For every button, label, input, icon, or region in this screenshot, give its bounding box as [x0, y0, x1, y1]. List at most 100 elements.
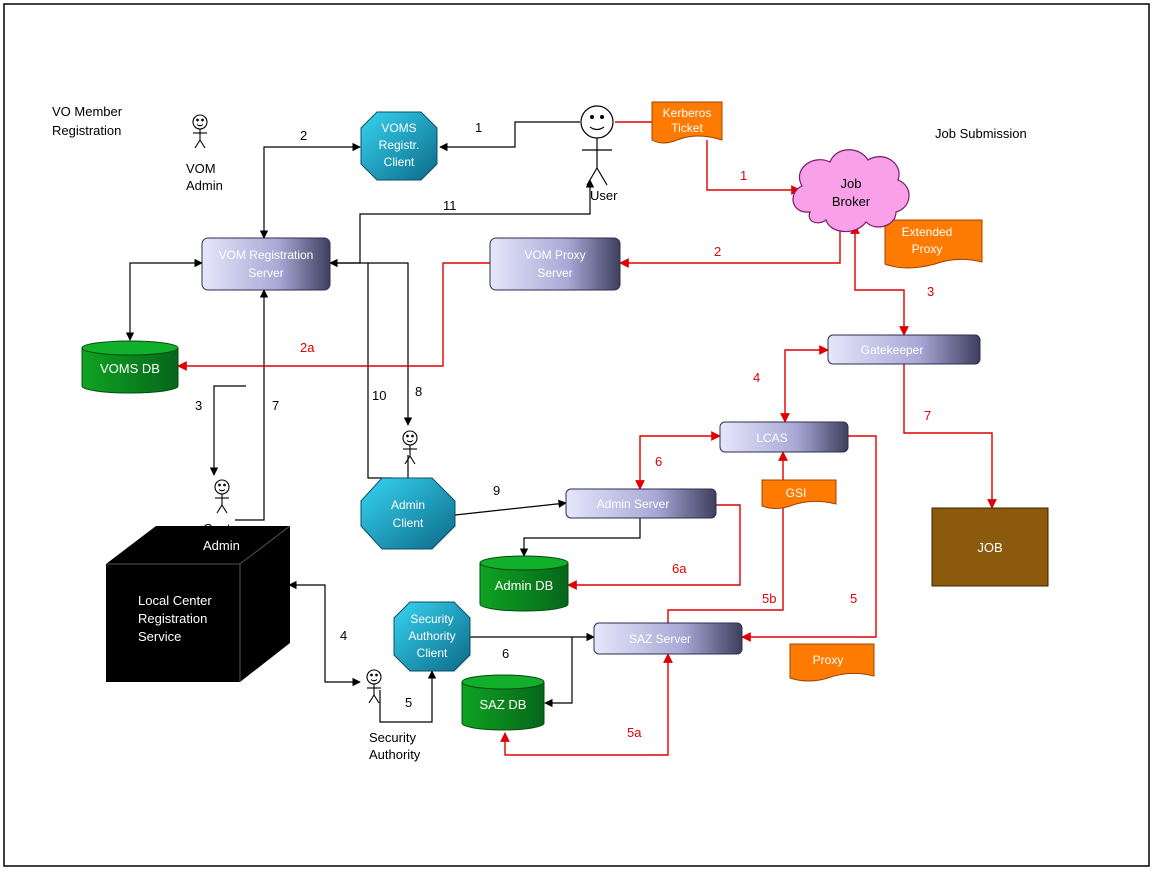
center-admin-label-line1: Center	[203, 521, 243, 536]
lcas-label: LCAS	[756, 431, 787, 445]
admin-db-node: Admin DB	[479, 555, 569, 612]
admin-client-node: Admin Client	[360, 477, 456, 550]
edge-admin-client-to-admin-server	[454, 499, 567, 516]
job-broker-cloud: Job Broker	[792, 149, 910, 233]
voms-registr-client-node: VOMS Registr. Client	[360, 111, 438, 181]
edge-label: 1	[475, 120, 482, 135]
edge-admin-client-to-reg	[329, 258, 392, 479]
job-broker-line2: Broker	[832, 194, 871, 209]
vom-proxy-server-line2: Server	[537, 266, 572, 280]
edge-label: 2	[300, 128, 307, 143]
edge-label: 5	[850, 591, 857, 606]
extended-proxy-line2: Proxy	[912, 242, 943, 256]
saz-server-label: SAZ Server	[629, 632, 691, 646]
gsi-tag: GSI	[761, 479, 837, 509]
center-admin-label-line2: Admin	[203, 538, 240, 553]
vom-admin-label-line1: VOM	[186, 161, 216, 176]
vom-reg-server-line1: VOM Registration	[219, 248, 314, 262]
admin-db-label: Admin DB	[495, 578, 554, 593]
gatekeeper-node: Gatekeeper	[827, 334, 981, 365]
kerberos-line2: Ticket	[671, 121, 703, 135]
voms-client-line1: VOMS	[381, 121, 416, 135]
edge-label: 6	[655, 454, 662, 469]
edge-gatekeeper-to-job	[903, 364, 997, 509]
vom-proxy-server-line1: VOM Proxy	[524, 248, 585, 262]
voms-client-line3: Client	[384, 155, 415, 169]
edge-label: 4	[753, 370, 760, 385]
edge-lcas-admin-server	[635, 431, 721, 490]
vom-admin-actor-icon	[192, 114, 208, 149]
edge-reg-server-voms-db	[125, 258, 203, 341]
edge-sec-authority-to-client	[379, 670, 437, 723]
edge-broker-gatekeeper	[850, 224, 909, 336]
kerberos-ticket-tag: Kerberos Ticket	[651, 101, 723, 144]
edge-reg-to-center-admin	[209, 385, 246, 476]
center-admin-actor-icon	[214, 479, 230, 514]
kerberos-line1: Kerberos	[663, 106, 712, 120]
edge-label: 3	[927, 284, 934, 299]
edge-saz-server-to-lcas	[667, 451, 788, 623]
saz-db-label: SAZ DB	[480, 697, 527, 712]
local-center-line1: Local Center	[138, 593, 212, 608]
voms-client-line2: Registr.	[379, 138, 420, 152]
edge-label: 5b	[762, 591, 776, 606]
edge-label: 7	[272, 398, 279, 413]
gatekeeper-label: Gatekeeper	[861, 343, 924, 357]
admin-server-label: Admin Server	[597, 497, 670, 511]
admin-server-node: Admin Server	[565, 488, 717, 519]
edge-local-center-sec-authority	[288, 580, 361, 687]
vom-registration-server-node: VOM Registration Server	[201, 237, 331, 291]
vo-member-title-line2: Registration	[52, 123, 121, 138]
security-authority-label-line2: Authority	[369, 747, 421, 762]
extended-proxy-line1: Extended	[902, 225, 953, 239]
job-node: JOB	[931, 507, 1049, 587]
proxy-tag: Proxy	[789, 643, 875, 682]
saz-server-node: SAZ Server	[593, 622, 743, 655]
edge-label: 3	[195, 398, 202, 413]
edge-user-to-voms-client	[439, 121, 580, 152]
local-center-line3: Service	[138, 629, 181, 644]
edge-label: 9	[493, 483, 500, 498]
edge-proxy-server-to-voms-db	[177, 262, 490, 371]
local-center-line2: Registration	[138, 611, 207, 626]
red-connectors	[177, 121, 997, 756]
vom-admin-label-line2: Admin	[186, 178, 223, 193]
edge-labels: 1 2 11 3 7 10 8 9 4 5 6 1 2 2a 3 4 6 6a …	[195, 120, 934, 740]
edge-reg-to-admin-actor	[368, 262, 413, 426]
proxy-label: Proxy	[813, 653, 844, 667]
voms-db-node: VOMS DB	[81, 340, 179, 394]
edge-label: 5a	[627, 725, 642, 740]
edge-kerberos-to-broker	[706, 140, 801, 195]
edge-label: 6a	[672, 561, 687, 576]
user-actor-icon	[580, 105, 614, 186]
vom-reg-server-line2: Server	[248, 266, 283, 280]
admin-client-line1: Admin	[391, 498, 425, 512]
extended-proxy-tag: Extended Proxy	[884, 219, 983, 269]
security-authority-actor-icon	[366, 669, 382, 704]
lcas-node: LCAS	[719, 421, 849, 453]
sec-client-line3: Client	[417, 646, 448, 660]
edge-label: 11	[443, 198, 457, 213]
vom-proxy-server-node: VOM Proxy Server	[489, 237, 621, 291]
admin-actor-icon	[402, 430, 418, 465]
edge-label: 8	[415, 384, 422, 399]
edge-gatekeeper-lcas	[780, 345, 829, 423]
edge-voms-client-reg-server	[259, 142, 361, 239]
voms-db-label: VOMS DB	[100, 361, 160, 376]
gsi-label: GSI	[786, 486, 807, 500]
edge-label: 6	[502, 646, 509, 661]
edge-admin-server-to-admin-db	[519, 518, 641, 557]
edge-label: 2	[714, 244, 721, 259]
security-authority-label-line1: Security	[369, 730, 416, 745]
edge-label: 7	[924, 408, 931, 423]
sec-client-line1: Security	[410, 612, 453, 626]
job-submission-title: Job Submission	[935, 126, 1027, 141]
edge-saz-server-saz-db	[500, 653, 673, 756]
saz-db-node: SAZ DB	[461, 674, 545, 731]
sec-client-line2: Authority	[408, 629, 455, 643]
security-authority-client-node: Security Authority Client	[393, 601, 471, 672]
edge-label: 5	[405, 695, 412, 710]
user-label: User	[590, 188, 618, 203]
edge-admin-server-to-admin-db	[567, 504, 741, 590]
